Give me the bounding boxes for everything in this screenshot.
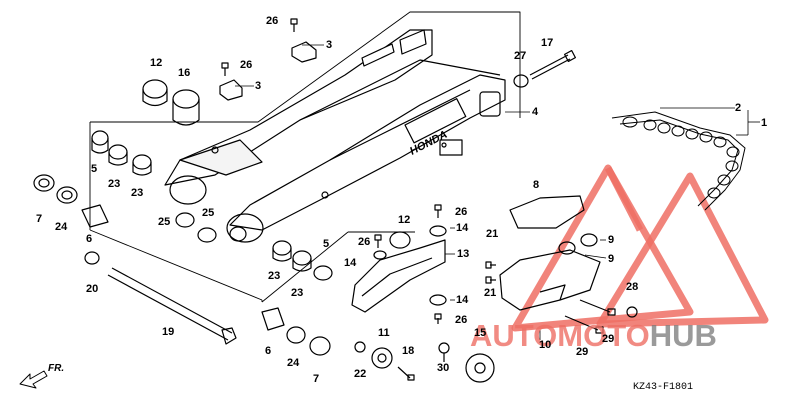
callout-label: 11 — [378, 327, 390, 339]
callout-label: 6 — [265, 345, 272, 357]
callout-label: 23 — [268, 270, 281, 282]
callout-label: 14 — [456, 294, 469, 306]
callout-label: 24 — [55, 221, 68, 233]
watermark-brand-gray: HUB — [649, 318, 717, 353]
callout-label: 3 — [326, 39, 333, 51]
callout-label: 29 — [602, 333, 615, 345]
callout-label: 14 — [344, 257, 357, 269]
callout-label: 14 — [456, 222, 469, 234]
callout-label: 5 — [323, 238, 330, 250]
watermark-brand-red: AUTOMOTO — [470, 318, 650, 353]
upper-hardware — [142, 18, 317, 126]
callout-label: 13 — [457, 248, 470, 260]
callout-label: 29 — [576, 346, 589, 358]
callout-label: 28 — [626, 281, 639, 293]
callout-label: 21 — [486, 228, 499, 240]
bearing-set-left — [33, 130, 237, 345]
callout-label: 16 — [178, 67, 191, 79]
callout-label: 6 — [86, 233, 93, 245]
bearing-set-right — [261, 240, 333, 356]
callout-label: 26 — [240, 59, 253, 71]
callout-label: 1 — [761, 117, 768, 129]
callout-label: 26 — [266, 15, 279, 27]
callout-label: 26 — [455, 206, 468, 218]
callout-label: 8 — [533, 179, 540, 191]
watermark-text: AUTOMOTOHUB — [470, 318, 717, 354]
callout-label: 27 — [514, 50, 527, 62]
callout-label: 7 — [36, 213, 43, 225]
callout-label: 7 — [313, 373, 320, 385]
callout-label: 25 — [202, 207, 215, 219]
watermark-logo-icon — [511, 164, 769, 332]
drive-chain — [611, 111, 746, 211]
axle-bolt — [513, 49, 577, 88]
callout-label: 2 — [735, 102, 742, 114]
callout-label: 19 — [162, 326, 175, 338]
callout-label: 3 — [255, 80, 262, 92]
callout-label: 23 — [108, 178, 121, 190]
callout-label: 20 — [86, 283, 99, 295]
callout-label: 9 — [608, 234, 615, 246]
callout-label: 22 — [354, 368, 367, 380]
callout-label: 21 — [484, 287, 497, 299]
swingarm-body: HONDA — [164, 29, 506, 243]
callout-label: 15 — [474, 327, 487, 339]
callout-label: 24 — [287, 357, 300, 369]
callout-label: 23 — [291, 287, 304, 299]
callout-label: 26 — [455, 314, 468, 326]
front-direction-label: FR. — [48, 363, 65, 374]
callout-label: 12 — [150, 57, 163, 69]
chain-slider — [351, 204, 447, 324]
callout-label: 4 — [532, 106, 539, 118]
callout-label: 10 — [539, 339, 552, 351]
leader-lines — [235, 44, 760, 340]
callout-label: 26 — [358, 236, 371, 248]
callout-label: 17 — [541, 37, 554, 49]
diagram-code: KZ43-F1801 — [633, 382, 694, 393]
chain-guide — [485, 195, 601, 311]
front-direction-arrow-icon — [19, 370, 48, 389]
assembly-outline — [89, 11, 521, 303]
callout-label: 18 — [402, 345, 415, 357]
callout-label: 12 — [398, 214, 411, 226]
callout-label: 9 — [608, 253, 615, 265]
callout-label: 30 — [437, 362, 450, 374]
roller-hardware — [354, 299, 638, 383]
callout-label: 5 — [91, 163, 98, 175]
callout-label: 25 — [158, 216, 171, 228]
callout-label: 23 — [131, 187, 144, 199]
